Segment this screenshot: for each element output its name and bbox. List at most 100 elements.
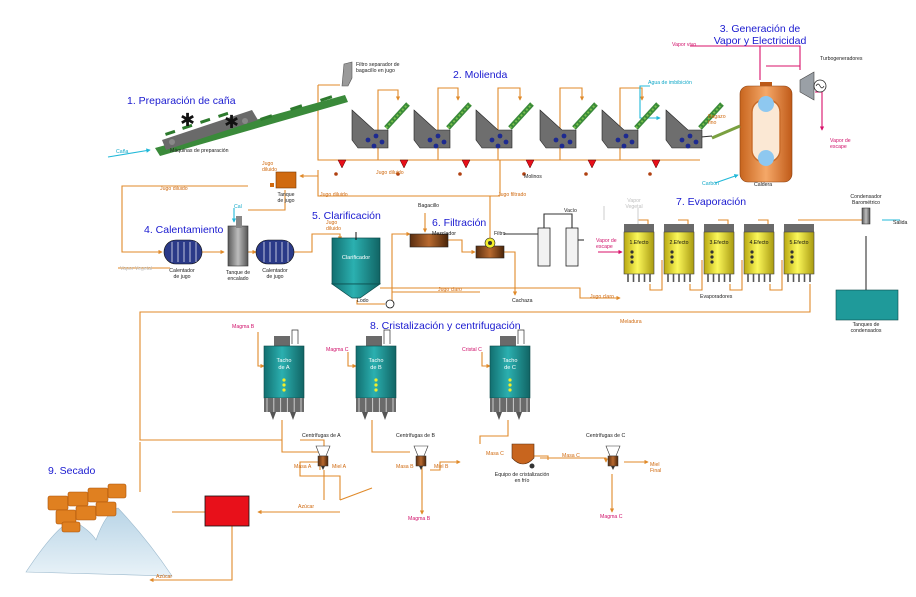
mud-pump-icon: [385, 299, 395, 309]
juice-heater-1: [163, 239, 203, 265]
section-title-8: 8. Cristalización y centrifugación: [370, 320, 521, 332]
label-molinos: Molinos: [524, 174, 542, 180]
label-lodo: Lodo: [357, 298, 369, 304]
label-jugo-diluido-b: Jugo diluido: [376, 170, 404, 176]
vacuum-filter: [475, 237, 505, 259]
mill-pump-icon: [458, 159, 471, 176]
liming-tank: [227, 216, 249, 267]
label-maquinas: Máquinas de preparación: [170, 148, 229, 154]
vacuum-pan-c: [489, 329, 531, 420]
label-cachaza: Cachaza: [512, 298, 533, 304]
evaporator-label: 5.Efecto: [789, 240, 808, 246]
label-miel-b: Miel B: [434, 464, 449, 470]
cane-preparation: ✱ ✱: [155, 95, 348, 156]
label-masa-c-in: Masa C: [486, 451, 504, 457]
label-centrifugas-c: Centrífugas de C: [586, 433, 625, 439]
label-masa-b: Masa B: [396, 464, 414, 470]
section-title-1: 1. Preparación de caña: [127, 95, 236, 107]
label-centrifugas-b: Centrífugas de B: [396, 433, 435, 439]
mill-pump-icon: [334, 159, 347, 176]
steam-pipes: [598, 45, 825, 255]
label-jugo-claro-b: Jugo claro: [590, 294, 614, 300]
centrifuge-c: [605, 445, 621, 470]
label-carbon: Carbón: [702, 181, 719, 187]
mill-pump-icon: [522, 159, 535, 176]
label-jugo-filtrado: Jugo filtrado: [498, 192, 526, 198]
evaporator-bank: [623, 224, 815, 282]
centrifuge-a: [315, 445, 331, 470]
sugar-bags-pile: [25, 483, 173, 577]
label-azucar-b: Azúcar: [156, 574, 172, 580]
mixer: [409, 233, 449, 248]
label-bagacillo: Bagacillo: [418, 203, 439, 209]
section-title-6: 6. Filtración: [432, 217, 486, 229]
label-cristal-c: Cristal C: [462, 347, 482, 353]
vacuum-receiver: [504, 213, 584, 267]
label-masa-c-out: Masa C: [562, 453, 580, 459]
mill-2: [396, 102, 472, 176]
label-agua-imbibicion: Agua de imbibición: [648, 80, 692, 86]
label-masa-a: Masa A: [294, 464, 312, 470]
equipment-labels: Caña Máquinas de preparación Filtro sepa…: [116, 42, 908, 580]
evaporator-label: 2.Efecto: [669, 240, 688, 246]
clarifier: [330, 232, 382, 299]
mill-1: [334, 102, 410, 176]
label-centrifugas-a: Centrífugas de A: [302, 433, 341, 439]
juice-filter: [341, 61, 353, 87]
label-turbogeneradores: Turbogeneradores: [820, 56, 863, 62]
evaporator-1: [623, 224, 655, 282]
evaporator-4: [743, 224, 775, 282]
section-titles: 1. Preparación de caña 2. Molienda 3. Ge…: [48, 23, 806, 477]
boiler: [739, 82, 793, 183]
vacuum-pan-b: [355, 329, 397, 420]
juice-pipes: [107, 84, 900, 583]
label-magma-c-top: Magma C: [326, 347, 349, 353]
section-title-2: 2. Molienda: [453, 69, 507, 81]
label-filtro: Filtro: [494, 231, 506, 237]
mill-3: [458, 102, 534, 176]
label-clarificador: Clarificador: [342, 255, 370, 261]
section-title-7: 7. Evaporación: [676, 196, 746, 208]
evaporator-5: [783, 224, 815, 282]
label-caldera: Caldera: [754, 182, 772, 188]
juice-heater-2: [255, 239, 295, 265]
label-meladura: Meladura: [620, 319, 642, 325]
sugar-dryer: [204, 495, 250, 527]
evaporator-label: 1.Efecto: [629, 240, 648, 246]
centrifuges: [315, 445, 621, 470]
evaporator-label: 3.Efecto: [709, 240, 728, 246]
turbogenerator-icon: [799, 71, 827, 101]
svg-text:✱: ✱: [180, 110, 195, 130]
section-title-4: 4. Calentamiento: [144, 224, 224, 236]
mill-pump-icon: [584, 159, 597, 176]
label-jugo-diluido-c: Jugo diluido: [320, 192, 348, 198]
bagasse-conveyor: [711, 124, 741, 140]
evaporator-3: [703, 224, 735, 282]
svg-text:✱: ✱: [224, 112, 239, 132]
label-cana: Caña: [116, 149, 129, 155]
barometric-condenser: [835, 207, 899, 321]
label-jugo-claro-a: Jugo claro: [438, 287, 462, 293]
label-jugo-diluido-a: Jugo diluido: [160, 186, 188, 192]
cooling-crystallizer: [511, 443, 535, 469]
section-title-9: 9. Secado: [48, 465, 95, 477]
tank-valve-icon: [270, 183, 274, 187]
label-salida: Salida: [893, 220, 908, 226]
mill-5: [584, 102, 660, 176]
label-miel-a: Miel A: [332, 464, 347, 470]
